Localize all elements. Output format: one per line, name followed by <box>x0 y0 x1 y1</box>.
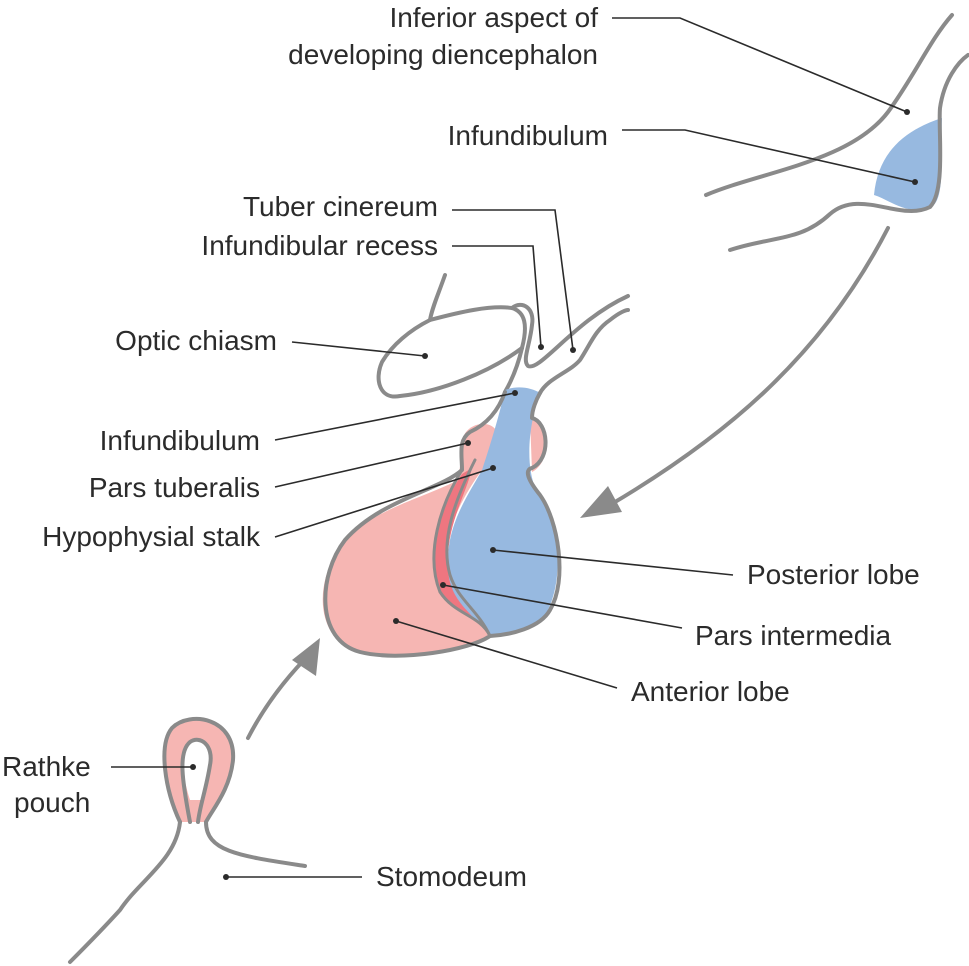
optic-chiasm <box>376 273 630 399</box>
infundibulum-bud <box>874 118 942 210</box>
label-hypophysial-stalk: Hypophysial stalk <box>42 521 261 552</box>
posterior-lobe <box>447 387 558 636</box>
rathke-pouch <box>68 717 307 964</box>
label-diencephalon-line2: developing diencephalon <box>288 39 598 70</box>
label-anterior-lobe: Anterior lobe <box>631 676 790 707</box>
label-optic-chiasm: Optic chiasm <box>115 325 277 356</box>
pars-intermedia <box>433 468 490 636</box>
label-diencephalon-line1: Inferior aspect of <box>389 2 598 33</box>
label-pars-tuberalis: Pars tuberalis <box>89 472 260 503</box>
label-infundibulum: Infundibulum <box>100 425 260 456</box>
label-infundibulum-top: Infundibulum <box>448 120 608 151</box>
developing-diencephalon <box>704 13 969 252</box>
arrow-upper <box>580 226 890 518</box>
label-posterior-lobe: Posterior lobe <box>747 559 920 590</box>
label-tuber-cinereum: Tuber cinereum <box>243 191 438 222</box>
leader-lines <box>111 17 918 880</box>
label-rathke-line2: pouch <box>14 787 90 818</box>
pituitary-gland <box>322 387 562 658</box>
label-pars-intermedia: Pars intermedia <box>695 620 892 651</box>
arrow-lower <box>246 638 320 740</box>
anterior-lobe <box>322 423 497 656</box>
label-rathke-line1: Rathke <box>2 751 91 782</box>
label-infundibular-recess: Infundibular recess <box>201 230 438 261</box>
label-stomodeum: Stomodeum <box>376 861 527 892</box>
